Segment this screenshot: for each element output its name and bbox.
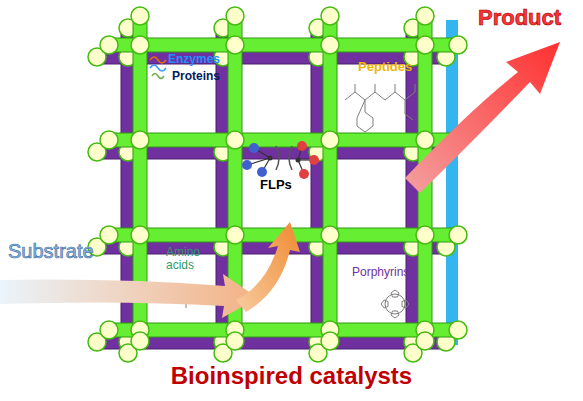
- framework-node: [226, 7, 244, 25]
- framework-node: [416, 332, 434, 350]
- framework-bar: [105, 133, 462, 147]
- framework-node: [416, 226, 434, 244]
- component-label: FLPs: [260, 178, 292, 192]
- framework-bar: [105, 323, 462, 337]
- flp-molecules: [242, 141, 319, 179]
- framework-grid: [88, 7, 467, 362]
- framework-node: [449, 321, 467, 339]
- framework-node: [100, 131, 118, 149]
- framework-node: [100, 321, 118, 339]
- substrate-arrow: [0, 274, 258, 318]
- component-label: Enzymes: [168, 53, 220, 66]
- framework-bar: [446, 20, 458, 345]
- framework-node: [321, 332, 339, 350]
- framework-node: [321, 131, 339, 149]
- framework-node: [100, 226, 118, 244]
- framework-node: [226, 36, 244, 54]
- flow-arrow: [236, 222, 300, 312]
- framework-bar: [323, 12, 337, 345]
- framework-bar: [105, 38, 462, 52]
- framework-node: [321, 7, 339, 25]
- component-label: Peptides: [358, 60, 412, 74]
- framework-node: [131, 36, 149, 54]
- framework-node: [226, 332, 244, 350]
- framework-node: [321, 226, 339, 244]
- framework-node: [416, 7, 434, 25]
- product-arrow: [405, 42, 560, 193]
- porphyrin-ring: [381, 290, 409, 318]
- framework-node: [131, 226, 149, 244]
- framework-node: [226, 131, 244, 149]
- framework-node: [449, 36, 467, 54]
- component-label: Amino acids: [166, 246, 212, 272]
- framework-node: [321, 36, 339, 54]
- framework-node: [131, 131, 149, 149]
- component-label: Porphyrins: [352, 266, 409, 279]
- framework-node: [416, 36, 434, 54]
- framework-node: [131, 332, 149, 350]
- framework-node: [131, 7, 149, 25]
- protein-ribbon: [150, 57, 166, 79]
- arrow-label: Product: [478, 6, 561, 30]
- component-label: Proteins: [172, 70, 220, 83]
- framework-node: [100, 36, 118, 54]
- arrow-label: Substrate: [8, 240, 94, 262]
- framework-node: [449, 226, 467, 244]
- framework-node: [226, 226, 244, 244]
- figure-caption: Bioinspired catalysts: [0, 362, 583, 390]
- framework-node: [416, 131, 434, 149]
- peptide-structure: [345, 84, 415, 132]
